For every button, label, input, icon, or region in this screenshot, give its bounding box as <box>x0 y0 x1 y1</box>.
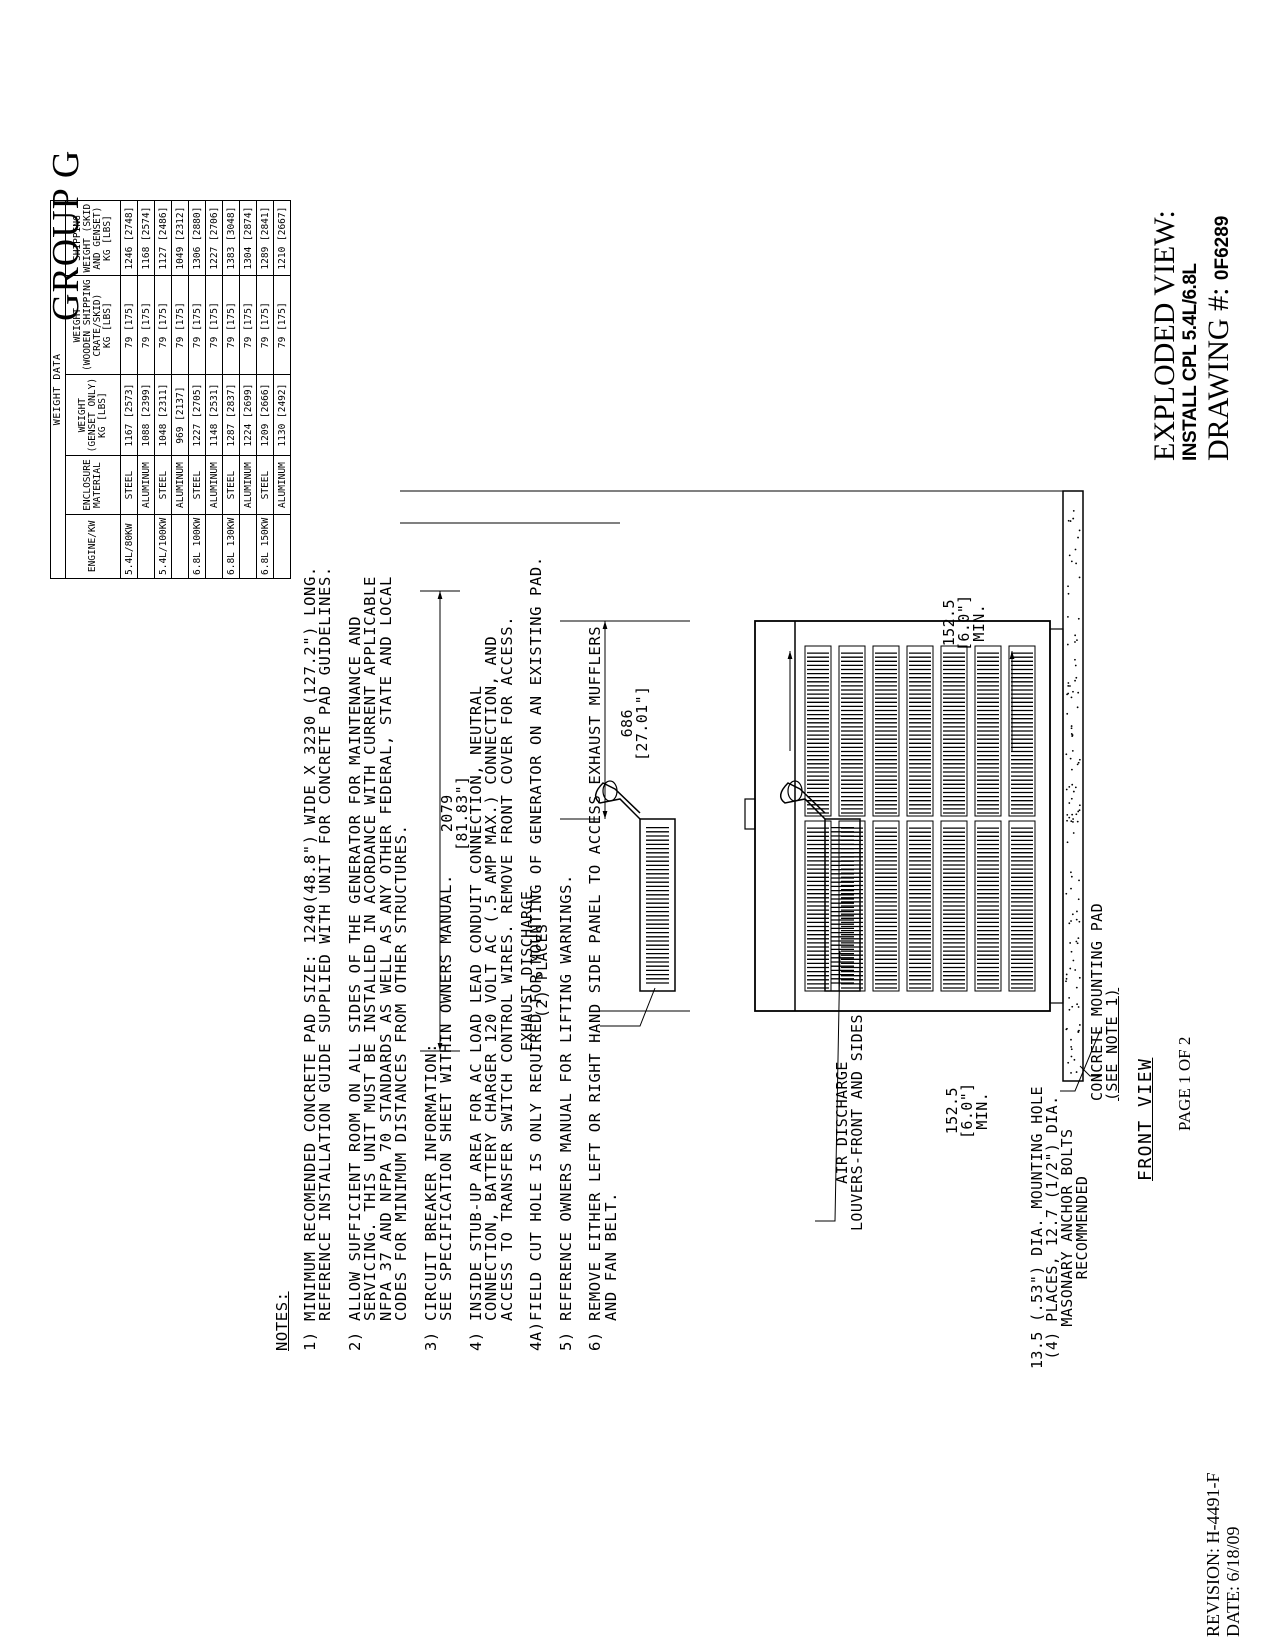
dimension-686-label: 686 [27.01"] <box>618 685 651 761</box>
exhaust-stack-left <box>594 780 676 992</box>
dimension-2079-label: 2079 [81.83"] <box>438 775 471 851</box>
concrete-pad-label: CONCRETE MOUNTING PAD (SEE NOTE 1) <box>1088 902 1121 1101</box>
exhaust-stack-right <box>779 780 861 992</box>
air-discharge-louvers <box>804 645 1036 992</box>
clearance-left-label: 152.5 [6.0"] MIN. <box>943 1082 991 1139</box>
generator-base <box>1049 628 1064 1004</box>
concrete-pad-outline <box>1062 490 1084 1082</box>
air-discharge-label: AIR DISCHARGE LOUVERS-FRONT AND SIDES <box>833 1014 866 1231</box>
front-view-label: FRONT VIEW <box>1135 1057 1156 1181</box>
exhaust-discharge-label: EXHAUST DISCHARGE (2) PLACES <box>518 890 551 1051</box>
generator-enclosure <box>754 620 1051 1012</box>
concrete-speckle <box>1065 509 1081 1074</box>
exhaust-louvers <box>831 826 854 984</box>
exhaust-louvers <box>646 826 669 984</box>
concrete-pad <box>1055 1070 1061 1074</box>
mounting-hole-label: 13.5 (.53") DIA. MOUNTING HOLE (4) PLACE… <box>1028 1086 1091 1369</box>
clearance-right-label: 152.5 [6.0"] MIN. <box>940 594 988 651</box>
page-number: PAGE 1 OF 2 <box>1175 1036 1194 1131</box>
